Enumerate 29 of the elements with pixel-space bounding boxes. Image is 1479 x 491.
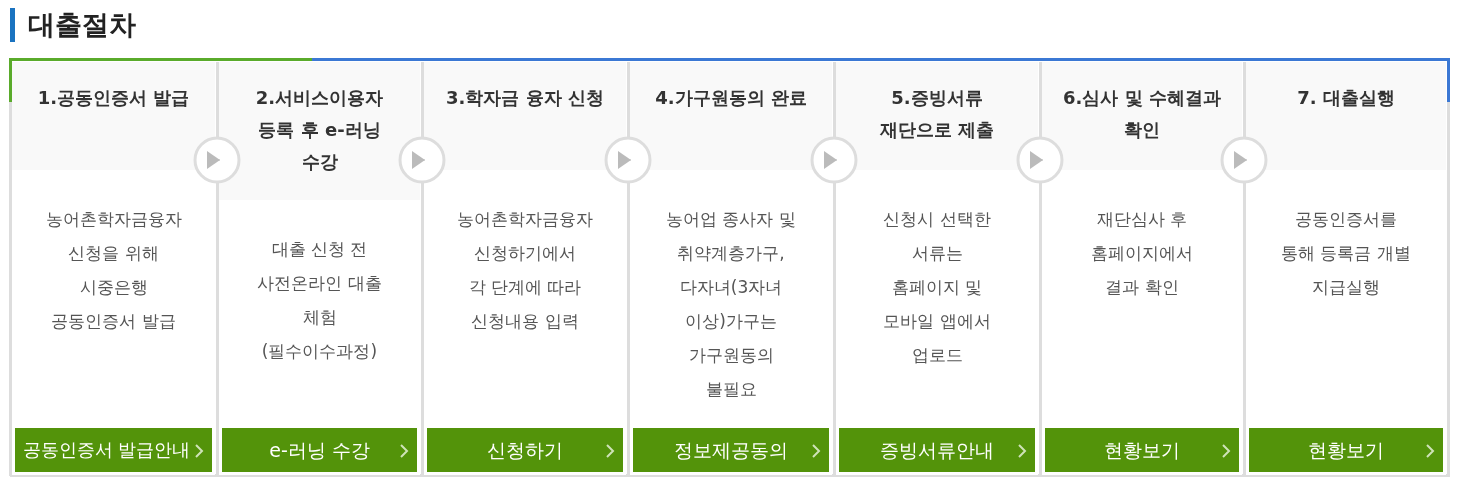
step-heading: 3.학자금 융자 신청	[424, 62, 626, 170]
step-column	[630, 62, 832, 475]
step-button: 현황보기	[1045, 428, 1239, 472]
step-heading: 1.공동인증서 발급	[12, 62, 215, 170]
step-heading: 7. 대출실행	[1246, 62, 1446, 170]
step-column	[1042, 62, 1242, 475]
step-description: 공동인증서를 통해 등록금 개별 지급실행	[1280, 208, 1412, 299]
step-description: 재단심사 후 홈페이지에서 결과 확인	[1090, 208, 1194, 299]
step-column	[424, 62, 626, 475]
step-heading: 2.서비스이용자 등록 후 e-러닝 수강	[219, 62, 420, 200]
step-button: 현황보기	[1249, 428, 1443, 472]
step-heading: 4.가구원동의 완료	[630, 62, 832, 170]
step-button: e-러닝 수강	[222, 428, 417, 472]
step-button: 신청하기	[427, 428, 623, 472]
step-description: 농어촌학자금융자 신청하기에서 각 단계에 따라 신청내용 입력	[456, 208, 594, 333]
step-description: 농어촌학자금융자 신청을 위해 시중은행 공동인증서 발급	[44, 208, 183, 333]
title: 대출절차	[28, 8, 136, 42]
step-button: 증빙서류안내	[839, 428, 1035, 472]
step-column	[1246, 62, 1446, 475]
step-description: 농어업 종사자 및 취약계층가구, 다자녀(3자녀 이상)가구는 가구원동의 불필요	[665, 208, 797, 401]
step-column	[219, 62, 420, 475]
step-heading: 6.심사 및 수혜결과 확인	[1042, 62, 1242, 170]
step-description: 신청시 선택한 서류는 홈페이지 및 모바일 앱에서 업로드	[882, 208, 992, 367]
step-button: 정보제공동의	[633, 428, 829, 472]
step-button: 공동인증서 발급안내	[15, 428, 212, 472]
step-column	[12, 62, 215, 475]
step-heading: 5.증빙서류 재단으로 제출	[836, 62, 1038, 170]
step-description: 대출 신청 전 사전온라인 대출 체험 (필수이수과정)	[256, 238, 383, 363]
step-column	[836, 62, 1038, 475]
